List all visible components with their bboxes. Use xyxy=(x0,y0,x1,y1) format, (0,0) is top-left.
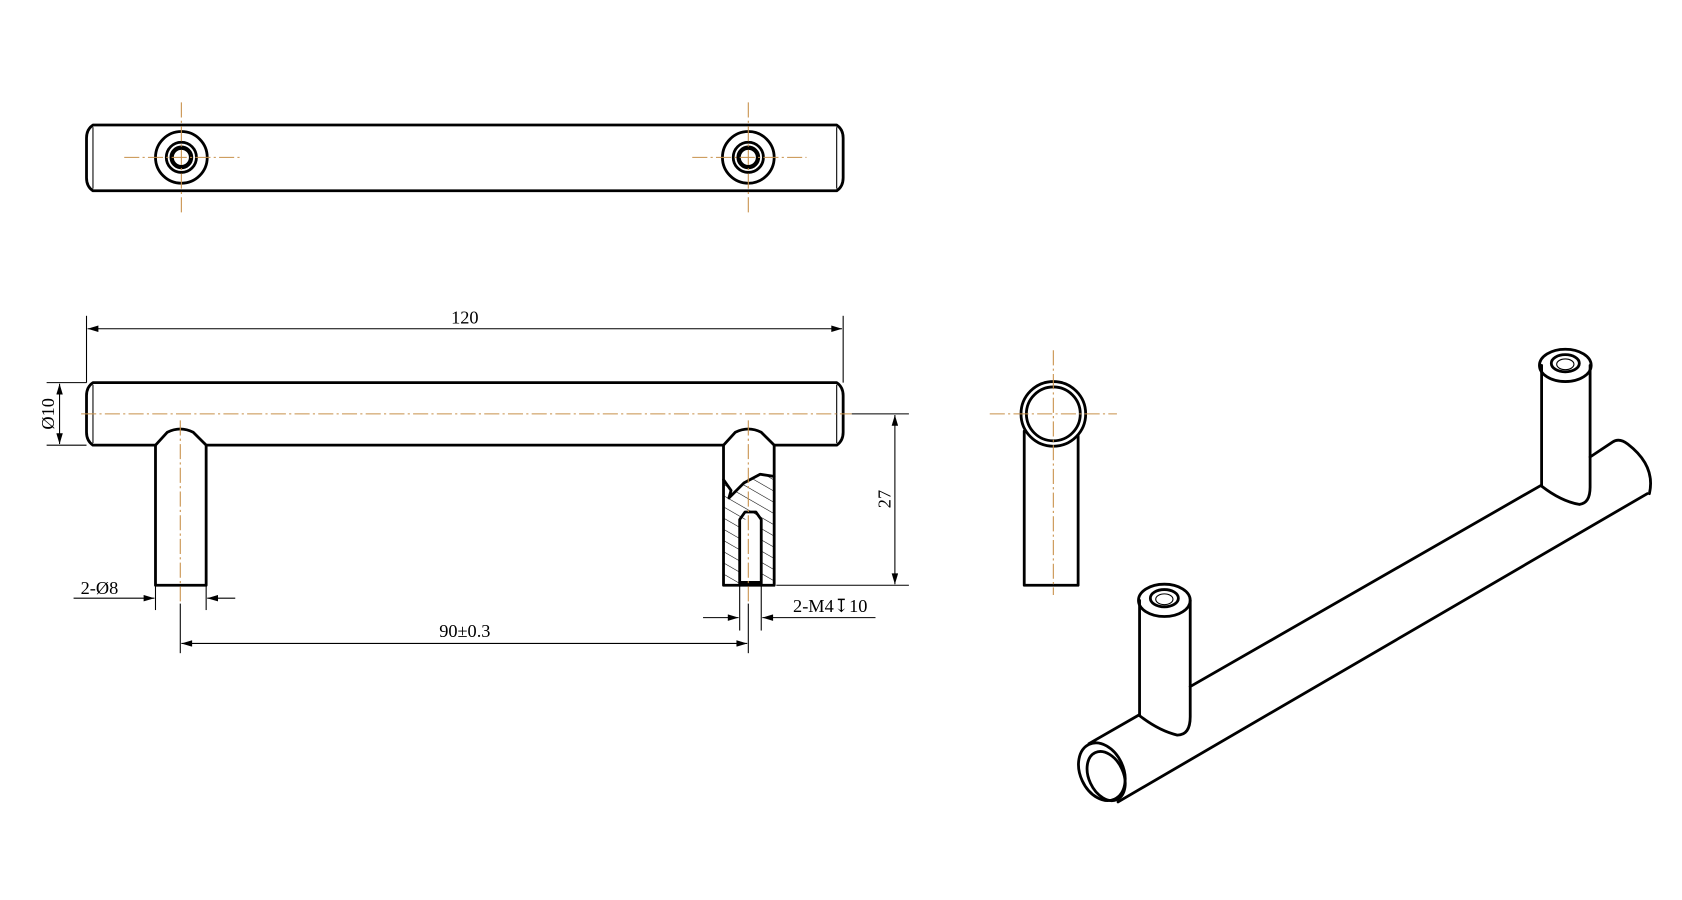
iso-leg-left xyxy=(1137,582,1192,737)
iso-leg-right xyxy=(1538,347,1593,506)
mounting-hole-right xyxy=(692,102,807,214)
dimension-height: 27 xyxy=(776,413,909,586)
dimension-label: 2-M4↧10 xyxy=(793,596,867,616)
dimension-leg-diameter: 2-Ø8 xyxy=(73,578,236,611)
leg-right-section xyxy=(722,420,776,604)
dimension-overall-length: 120 xyxy=(85,307,844,383)
dimension-bar-diameter: Ø10 xyxy=(38,382,87,446)
leg-left xyxy=(154,420,208,604)
dimension-thread: 2-M4↧10 xyxy=(703,585,876,631)
dimension-hole-spacing: 90±0.3 xyxy=(179,603,749,654)
dimension-label: 27 xyxy=(875,490,895,508)
dimension-label: 2-Ø8 xyxy=(81,578,119,598)
dimension-label: 120 xyxy=(451,307,478,327)
mounting-hole-left xyxy=(124,102,240,214)
front-view: 120 Ø10 27 2-Ø8 90±0.3 xyxy=(38,307,909,654)
side-view xyxy=(989,350,1117,595)
top-view xyxy=(85,102,845,214)
dimension-label: Ø10 xyxy=(38,398,58,430)
dimension-label: 90±0.3 xyxy=(439,621,490,641)
isometric-view xyxy=(1077,347,1652,804)
